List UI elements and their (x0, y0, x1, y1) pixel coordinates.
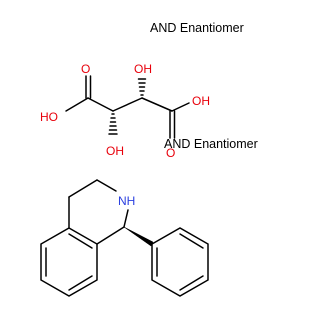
atom-label-nh: NH (118, 194, 135, 208)
annotation-middle: AND Enantiomer (164, 137, 258, 151)
atom-label-ho: HO (40, 110, 58, 124)
annotation-top: AND Enantiomer (150, 21, 244, 35)
bond-c4-oh (171, 102, 190, 112)
bond-c1-c2 (87, 97, 114, 112)
bond-c2-c3 (112, 97, 143, 112)
atom-label-oh-right: OH (192, 94, 210, 108)
fused-benzene-double-3 (68, 233, 93, 249)
hashed-bond-c2-oh (108, 113, 118, 135)
phenyl-double-2 (179, 275, 204, 291)
bond-c4-c3 (68, 179, 98, 198)
atom-label-o: O (81, 62, 90, 76)
phenyl-tetrahydroisoquinoline: NH (40, 179, 209, 297)
bond-c1-c8a (96, 226, 125, 245)
phenyl-ring (151, 227, 209, 297)
phenyl-double-1 (179, 233, 204, 249)
chemical-structure-diagram: AND Enantiomer AND Enantiomer (40, 21, 258, 297)
bond-ho-c1 (65, 97, 89, 112)
atom-label-oh-bottom: OH (106, 144, 124, 158)
bond-n-c1 (123, 209, 129, 228)
fused-benzene-double-2 (68, 275, 93, 291)
bond-c3-n (96, 179, 117, 192)
tartaric-acid: O HO OH OH OH O (40, 62, 210, 160)
bond-c3-c4 (141, 97, 173, 112)
wedge-bond-c1-phenyl (123, 226, 154, 247)
atom-label-oh-top: OH (134, 62, 152, 76)
atom-label-o-bottom: O (166, 146, 175, 160)
fused-benzene-ring (40, 227, 98, 297)
hashed-bond-c3-oh (137, 78, 147, 96)
